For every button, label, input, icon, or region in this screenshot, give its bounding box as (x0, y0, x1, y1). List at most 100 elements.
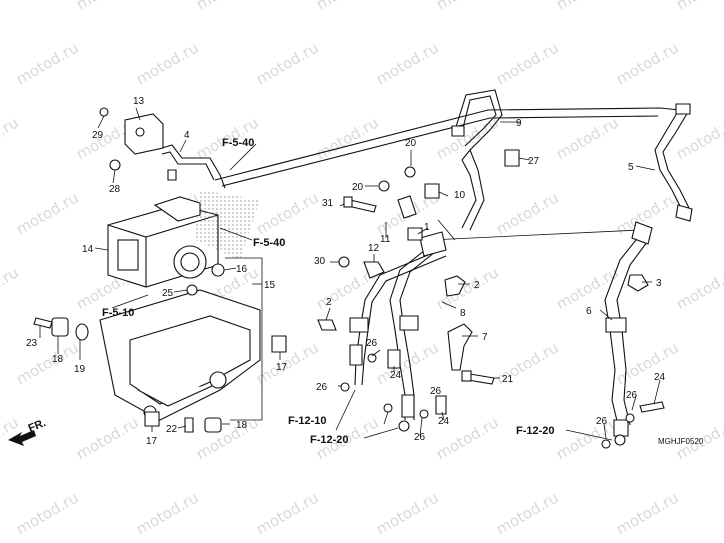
part-label-3: 3 (656, 278, 662, 289)
collar-17a (144, 411, 160, 427)
bolt-23 (33, 317, 53, 329)
part-label-18-left: 18 (52, 354, 64, 365)
clip-2 (444, 275, 466, 297)
watermark-text: motod.ru (0, 0, 22, 13)
bracket-7 (447, 323, 473, 371)
watermark-text: motod.ru (673, 0, 724, 13)
part-label-29: 29 (92, 130, 104, 141)
part-label-26-a: 26 (366, 338, 378, 349)
fr-label: FR. (27, 417, 48, 435)
bolt-31 (343, 196, 377, 213)
brake-pipe-5 (214, 107, 681, 181)
abs-modulator-14 (107, 196, 219, 288)
watermark-text: motod.ru (253, 338, 322, 388)
part-label-23: 23 (26, 338, 38, 349)
bracket-13 (99, 107, 164, 171)
part-label-20-left: 20 (352, 182, 364, 193)
part-label-14: 14 (82, 244, 94, 255)
washer-26 (340, 353, 635, 449)
bolt-21 (461, 370, 495, 385)
watermark-text: motod.ru (73, 413, 142, 463)
part-label-26-e: 26 (626, 390, 638, 401)
part-label-28: 28 (109, 184, 121, 195)
watermark-text: motod.ru (373, 338, 442, 388)
section-ref-f-12-20-center: F-12-20 (310, 434, 349, 446)
part-label-13: 13 (133, 96, 145, 107)
watermark-text: motod.ru (133, 38, 202, 88)
leader-lines (39, 107, 661, 441)
bracket-10 (424, 183, 440, 199)
drawing-code: MGHJF0520 (658, 437, 704, 446)
part-label-25: 25 (162, 288, 174, 299)
part-label-2-right: 2 (474, 280, 480, 291)
watermark-text: motod.ru (553, 413, 622, 463)
part-label-24-c: 24 (654, 372, 666, 383)
watermark-text: motod.ru (553, 113, 622, 163)
watermark-text: motod.ru (313, 113, 382, 163)
grommet-18 (51, 317, 69, 337)
part-label-21: 21 (502, 374, 514, 385)
part-label-11: 11 (380, 234, 391, 245)
bolt-24a (387, 349, 401, 369)
bolt-22 (184, 417, 194, 433)
nut-25 (186, 284, 198, 296)
watermark-text: motod.ru (13, 338, 82, 388)
part-label-31: 31 (322, 198, 334, 209)
watermark-text: motod.ru (253, 188, 322, 238)
part-label-19: 19 (74, 364, 86, 375)
part-label-22: 22 (166, 424, 178, 435)
part-label-8: 8 (460, 308, 466, 319)
collar-16 (211, 263, 225, 277)
part-label-9: 9 (516, 118, 522, 129)
watermark-text: motod.ru (13, 38, 82, 88)
part-label-17-bottom: 17 (146, 436, 158, 447)
bolt-24b (435, 395, 447, 415)
part-label-24-b: 24 (438, 416, 450, 427)
watermark-text: motod.ru (673, 113, 724, 163)
watermark-text: motod.ru (613, 488, 682, 538)
part-label-2-left: 2 (326, 297, 332, 308)
watermark-text: motod.ru (13, 488, 82, 538)
part-label-20-top: 20 (405, 138, 417, 149)
section-ref-f-5-40-mid: F-5-40 (253, 237, 285, 249)
part-label-26-f: 26 (596, 416, 608, 427)
watermark-text: motod.ru (133, 488, 202, 538)
part-label-6: 6 (586, 306, 592, 317)
front-direction-arrow (8, 430, 36, 446)
part-label-16: 16 (236, 264, 248, 275)
part-label-24-a: 24 (390, 370, 402, 381)
part-label-4: 4 (184, 130, 190, 141)
watermark-text: motod.ru (253, 488, 322, 538)
stipple (195, 190, 260, 260)
watermark-text: motod.ru (433, 263, 502, 313)
watermark-text: motod.ru (493, 488, 562, 538)
watermark-text: motod.ru (313, 0, 382, 13)
bolt-30 (338, 256, 350, 268)
watermark-text: motod.ru (193, 0, 262, 13)
part-label-10: 10 (454, 190, 466, 201)
watermark-text: motod.ru (493, 188, 562, 238)
bolt-20a (404, 166, 416, 178)
part-label-1: 1 (424, 222, 430, 233)
collar-19 (75, 323, 89, 341)
watermark-text: motod.ru (13, 188, 82, 238)
part-label-27: 27 (528, 156, 540, 167)
watermark-text: motod.ru (0, 113, 22, 163)
watermark-text: motod.ru (673, 263, 724, 313)
watermark-text: motod.ru (253, 38, 322, 88)
drawing-lines (8, 89, 693, 449)
section-ref-f-5-10: F-5-10 (102, 307, 134, 319)
part-label-15: 15 (264, 280, 276, 291)
part-label-30: 30 (314, 256, 326, 267)
watermark-text: motod.ru (493, 38, 562, 88)
section-ref-f-12-20-right: F-12-20 (516, 425, 555, 437)
clamp-11 (397, 195, 417, 219)
watermark-text: motod.ru (0, 263, 22, 313)
watermark-text: motod.ru (193, 413, 262, 463)
watermark-text: motod.ru (613, 38, 682, 88)
part-label-26-b: 26 (316, 382, 328, 393)
clip-2-left (317, 319, 337, 331)
abs-bracket-15 (99, 289, 261, 421)
labels: 13 29 28 4 F-5-40 F-5-40 14 16 15 25 F-5… (26, 96, 704, 447)
